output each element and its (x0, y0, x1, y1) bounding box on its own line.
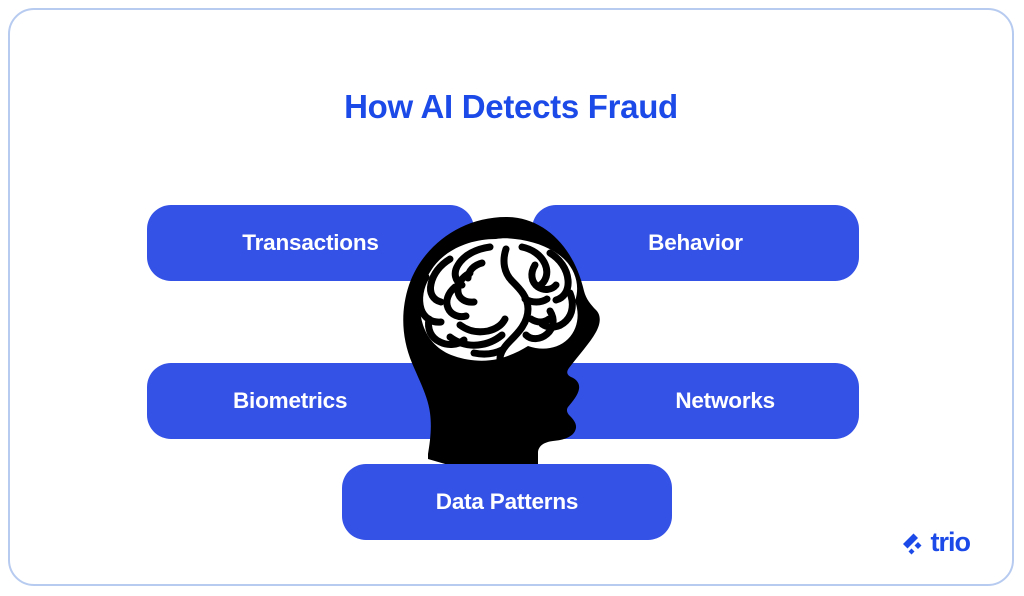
pill-transactions-label: Transactions (242, 230, 379, 255)
infographic-card: How AI Detects Fraud Transactions Behavi… (8, 8, 1014, 586)
pill-biometrics[interactable]: Biometrics (147, 363, 512, 439)
pill-networks-label: Networks (675, 388, 775, 413)
page-title: How AI Detects Fraud (344, 88, 678, 125)
pill-biometrics-label: Biometrics (233, 388, 348, 413)
pill-behavior[interactable]: Behavior (532, 205, 859, 281)
trio-wordmark: trio (930, 527, 971, 557)
trio-diamond-slash-icon (902, 533, 921, 554)
pill-transactions[interactable]: Transactions (147, 205, 474, 281)
pill-data-patterns-label: Data Patterns (435, 489, 579, 514)
trio-logo: trio (900, 529, 971, 556)
pill-data-patterns[interactable]: Data Patterns (342, 464, 672, 540)
pill-networks[interactable]: Networks (494, 363, 859, 439)
pill-behavior-label: Behavior (648, 230, 743, 255)
